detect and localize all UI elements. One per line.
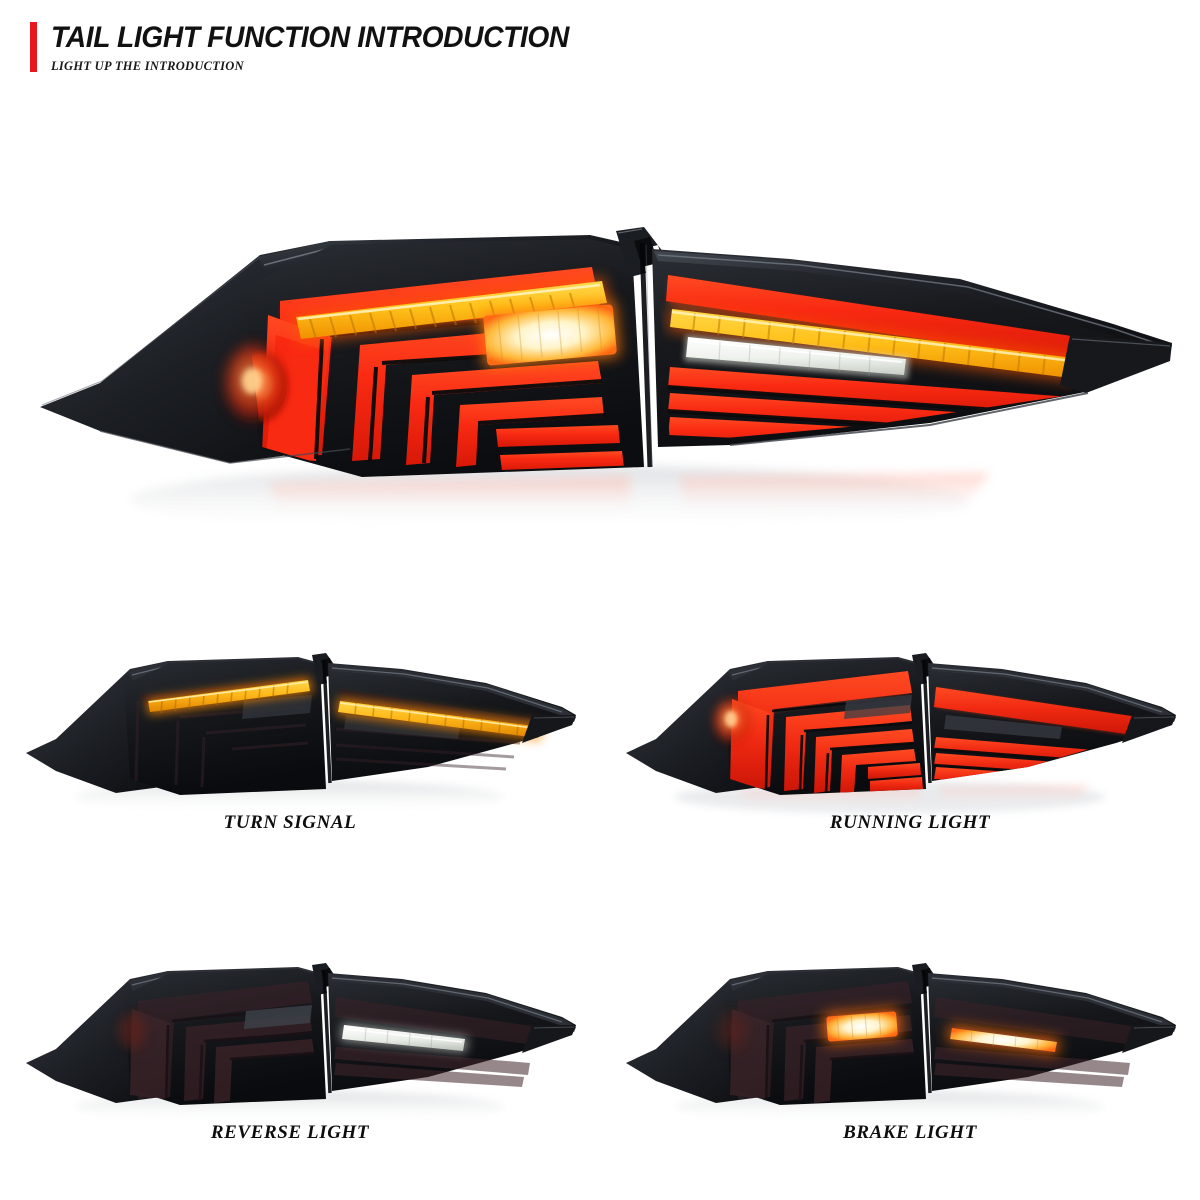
caption-turn-signal: TURN SIGNAL xyxy=(223,812,357,833)
housing-seam xyxy=(639,242,653,468)
running-outer-section xyxy=(626,657,926,795)
running-side-marker xyxy=(714,699,750,743)
page-subtitle: LIGHT UP THE INTRODUCTION xyxy=(51,58,244,73)
outer-lamp-section xyxy=(40,235,644,477)
reverse-inner-white-lens xyxy=(340,1023,468,1053)
caption-running-light: RUNNING LIGHT xyxy=(829,812,991,833)
inner-reverse-white-lens xyxy=(684,335,910,379)
running-inner-section xyxy=(928,663,1176,781)
caption-reverse-light: REVERSE LIGHT xyxy=(210,1122,370,1143)
outer-turn-signal-amber-strip xyxy=(292,277,610,343)
title-block: TAIL LIGHT FUNCTION INTRODUCTION LIGHT U… xyxy=(51,22,602,74)
inner-upper-edge xyxy=(654,251,1172,355)
turn-outer-amber-strip xyxy=(146,677,313,715)
inner-lamp-section xyxy=(652,249,1172,447)
turn-outer-section xyxy=(26,657,326,795)
brake-inner-strip xyxy=(947,1025,1060,1055)
turn-inner-amber-strip xyxy=(336,697,544,741)
panel-brake-light xyxy=(620,955,1180,1130)
running-housing-seam xyxy=(922,660,932,784)
reverse-light-lamp-svg xyxy=(26,963,576,1123)
inner-tail-tip xyxy=(1060,335,1172,393)
hero-lamp-svg xyxy=(40,227,1172,534)
turn-signal-lamp-svg xyxy=(26,653,576,813)
page-title: TAIL LIGHT FUNCTION INTRODUCTION xyxy=(51,21,569,54)
reverse-inner-section xyxy=(328,973,576,1091)
outer-reverse-brake-block xyxy=(480,301,620,369)
inner-turn-signal-amber-strip xyxy=(668,305,1086,383)
reverse-outer-section xyxy=(26,967,326,1105)
panel-running-light xyxy=(620,645,1180,820)
panel-reverse-light xyxy=(20,955,580,1130)
red-accent-bar xyxy=(30,22,37,72)
caption-brake-light: BRAKE LIGHT xyxy=(843,1122,977,1143)
outer-wing-marker xyxy=(226,345,282,421)
brake-outer-section xyxy=(626,967,926,1105)
reverse-housing-seam xyxy=(322,970,332,1094)
running-light-lamp-svg xyxy=(626,653,1176,813)
turn-housing-seam xyxy=(322,660,332,784)
brake-light-lamp-svg xyxy=(626,963,1176,1123)
brake-outer-block xyxy=(823,1008,901,1044)
brake-inner-section xyxy=(928,973,1176,1091)
hero-product-image xyxy=(30,215,1175,545)
hero-reflection xyxy=(130,466,990,534)
panel-turn-signal xyxy=(20,645,580,820)
brake-housing-seam xyxy=(922,970,932,1094)
page-header: TAIL LIGHT FUNCTION INTRODUCTION LIGHT U… xyxy=(30,22,602,74)
turn-inner-section xyxy=(328,663,576,781)
